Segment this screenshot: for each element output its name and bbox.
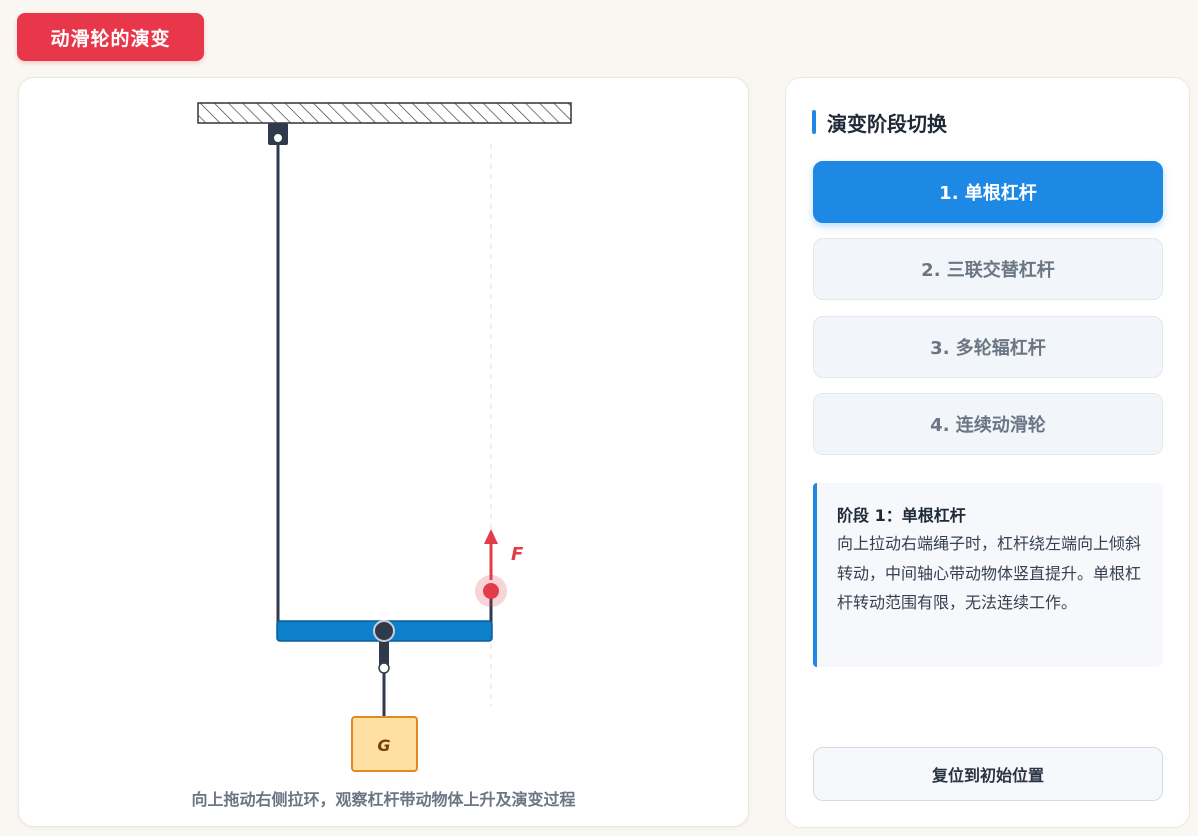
link-pin: [378, 662, 390, 674]
axle-pivot: [373, 620, 395, 642]
stage-description: 阶段 1：单根杠杆 向上拉动右端绳子时，杠杆绕左端向上倾斜转动，中间轴心带动物体…: [813, 483, 1163, 667]
stage-button-1[interactable]: 1. 单根杠杆: [813, 161, 1163, 223]
ceiling: [197, 102, 572, 124]
force-label: F: [511, 544, 524, 565]
reset-button[interactable]: 复位到初始位置: [813, 747, 1163, 801]
app-title: 动滑轮的演变: [17, 13, 204, 61]
force-arrow-head: [484, 529, 498, 544]
description-title: 阶段 1：单根杠杆: [837, 506, 966, 525]
weight-label: G: [377, 736, 390, 755]
stage-button-2[interactable]: 2. 三联交替杠杆: [813, 238, 1163, 300]
stage-button-4[interactable]: 4. 连续动滑轮: [813, 393, 1163, 455]
anchor-pin: [273, 133, 283, 143]
weight-box: [351, 716, 418, 772]
lever-scene: G F: [197, 102, 572, 772]
drag-hint: 向上拖动右侧拉环，观察杠杆带动物体上升及演变过程: [191, 790, 576, 809]
pull-handle[interactable]: [483, 583, 499, 599]
stage-button-3[interactable]: 3. 多轮辐杠杆: [813, 316, 1163, 378]
description-text: 向上拉动右端绳子时，杠杆绕左端向上倾斜转动，中间轴心带动物体竖直提升。单根杠杆转…: [837, 534, 1142, 612]
section-title: 演变阶段切换: [812, 109, 947, 136]
section-title-text: 演变阶段切换: [827, 111, 947, 136]
title-accent-bar: [812, 110, 816, 134]
control-panel: 演变阶段切换 1. 单根杠杆 2. 三联交替杠杆 3. 多轮辐杠杆 4. 连续动…: [785, 77, 1190, 828]
simulation-panel: G F 向上拖动右侧拉环，观察杠杆带动物体上升及演变过程: [18, 77, 749, 827]
